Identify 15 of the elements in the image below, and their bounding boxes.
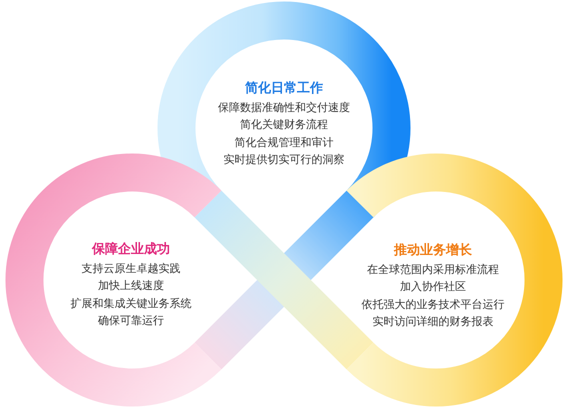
section-heading: 推动业务增长 bbox=[394, 242, 472, 259]
benefit-text: 简化关键财务流程 bbox=[240, 117, 328, 134]
benefit-text: 加快上线速度 bbox=[98, 278, 164, 294]
benefit-text: 扩展和集成关键业务系统 bbox=[70, 296, 192, 312]
section-heading: 保障企业成功 bbox=[92, 241, 170, 258]
benefit-text: 支持云原生卓越实践 bbox=[82, 261, 180, 277]
benefit-text: 在全球范围内采用标准流程 bbox=[367, 262, 499, 278]
section-heading: 简化日常工作 bbox=[245, 80, 323, 97]
benefit-text: 实时访问详细的财务报表 bbox=[372, 314, 494, 330]
benefit-text: 简化合规管理和审计 bbox=[234, 134, 334, 151]
benefit-text: 实时提供切实可行的洞察 bbox=[224, 152, 344, 168]
benefit-text: 加入协作社区 bbox=[400, 279, 466, 296]
benefit-text: 确保可靠运行 bbox=[98, 313, 164, 330]
benefit-text: 保障数据准确性和交付速度 bbox=[218, 100, 350, 116]
benefit-text: 依托强大的业务技术平台运行 bbox=[362, 296, 504, 313]
